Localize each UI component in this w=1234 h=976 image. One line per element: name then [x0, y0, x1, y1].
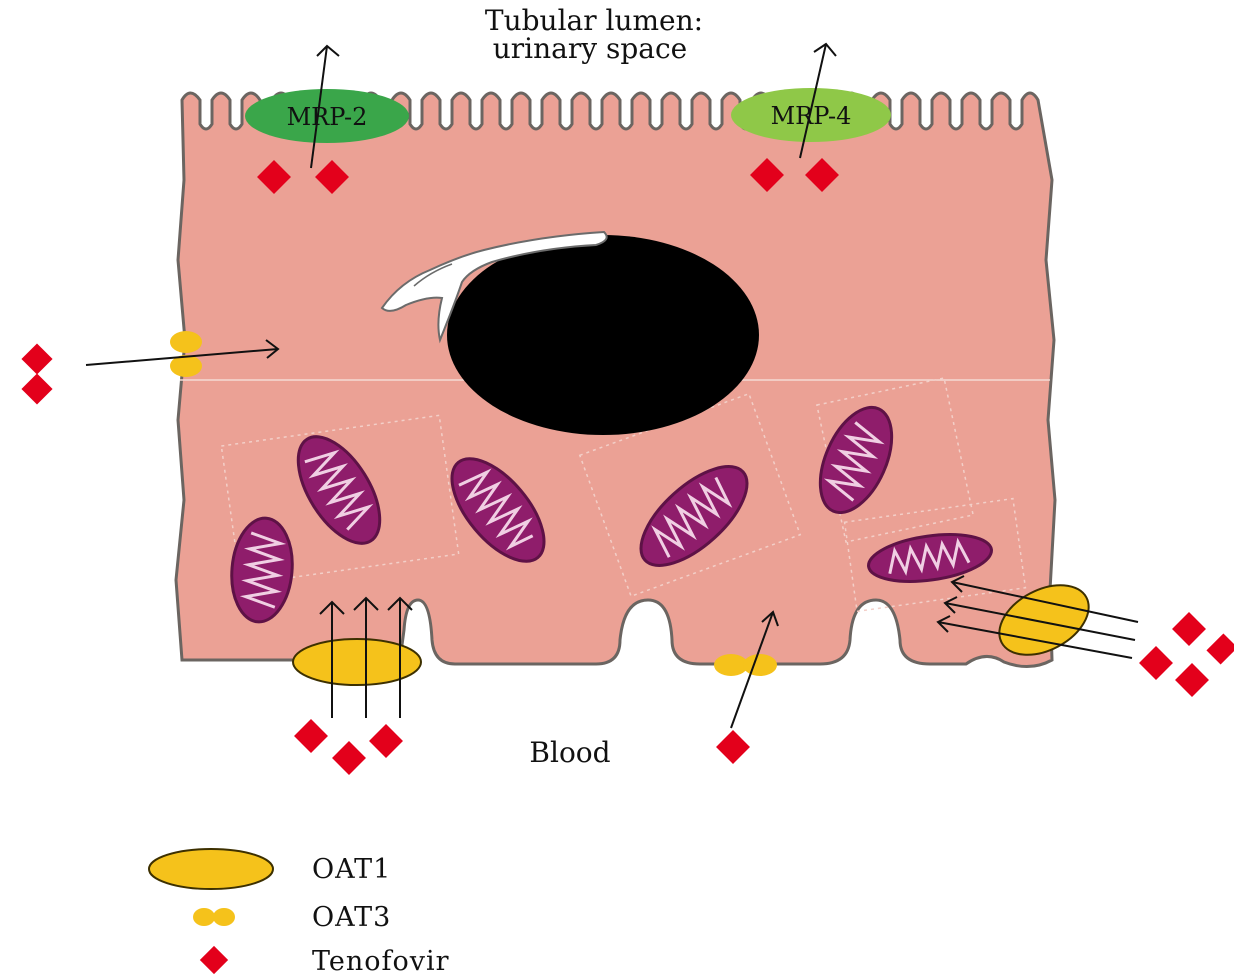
legend-label-tenofovir: Tenofovir: [312, 946, 450, 976]
mrp2-label: MRP-2: [287, 103, 368, 131]
legend: OAT1 OAT3 Tenofovir: [149, 849, 450, 976]
legend-item-tenofovir: Tenofovir: [200, 946, 450, 976]
legend-label-oat3: OAT3: [312, 902, 391, 933]
lumen-label-line2: urinary space: [493, 32, 687, 65]
legend-item-oat3: OAT3: [193, 902, 391, 933]
tenofovir-bottom-middle: [716, 730, 750, 764]
blood-label: Blood: [529, 736, 610, 769]
tenofovir-cluster-right: [1139, 612, 1234, 697]
tenofovir-cluster-bottom-left: [294, 719, 403, 775]
tenofovir-cluster-left: [21, 343, 52, 404]
nucleus: [447, 235, 759, 435]
oat1-transporter-bottom: [293, 639, 421, 685]
legend-label-oat1: OAT1: [312, 854, 391, 885]
oat3-legend-symbol: [193, 908, 235, 926]
legend-item-oat1: OAT1: [149, 849, 391, 889]
tenofovir-legend-symbol: [200, 946, 228, 974]
oat1-legend-symbol: [149, 849, 273, 889]
